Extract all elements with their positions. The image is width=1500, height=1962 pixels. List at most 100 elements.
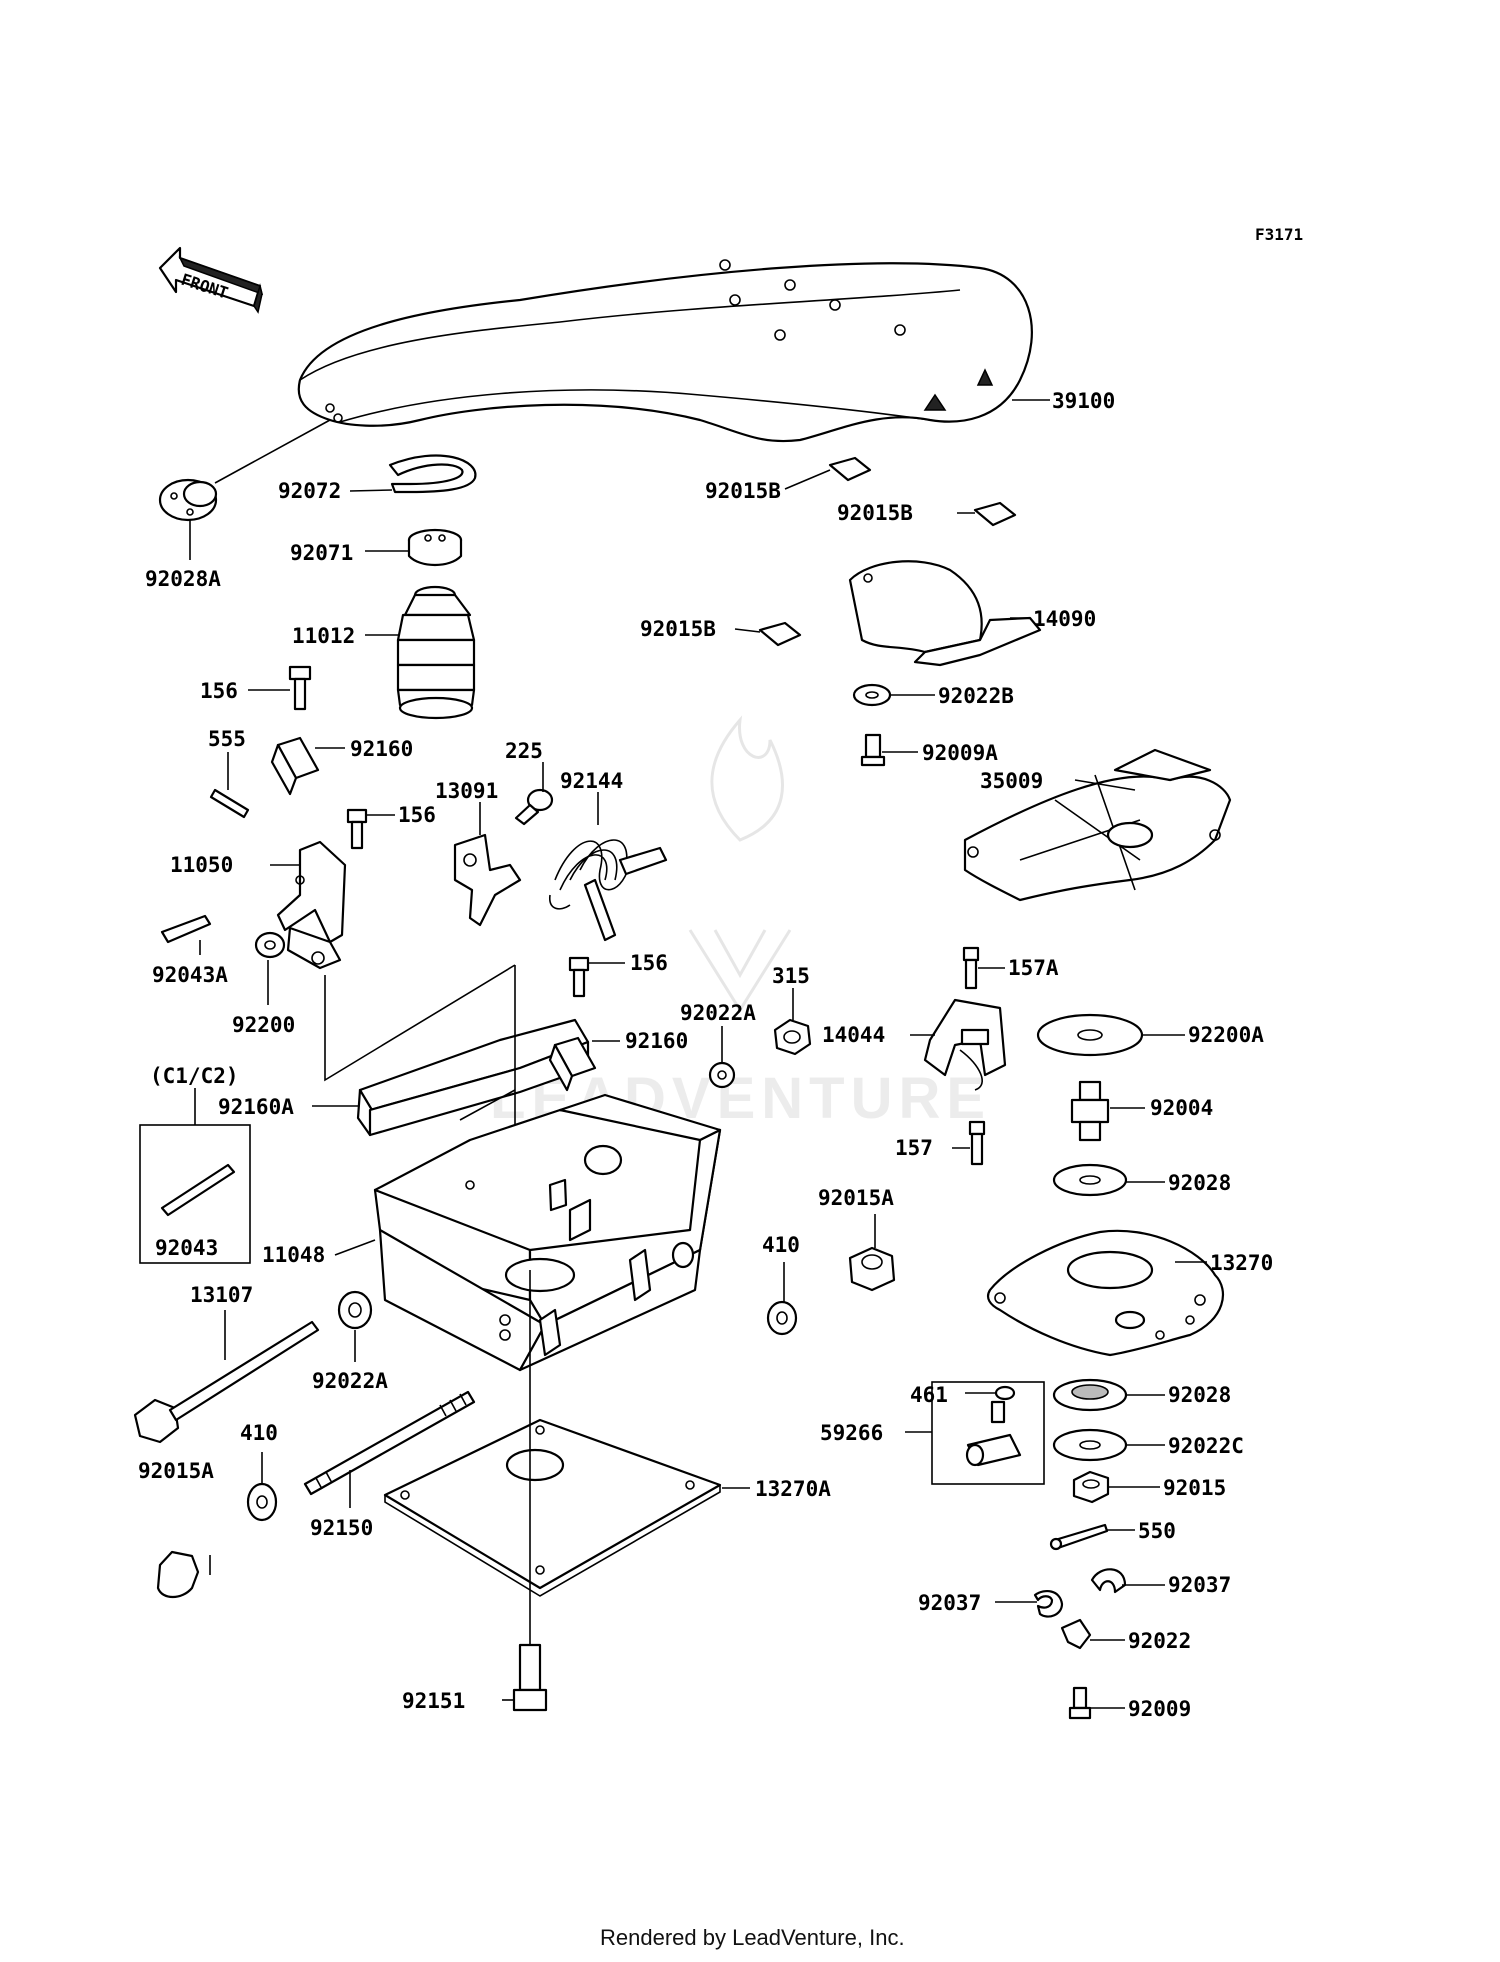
cotter-pin-part [1049,1523,1109,1551]
nut-part [773,1018,812,1056]
cover-part [848,560,1042,667]
washer-part-9 [1052,1378,1128,1412]
footer-credit: Rendered by LeadVenture, Inc. [600,1925,905,1950]
label-156-2: 156 [398,803,436,827]
label-550: 550 [1138,1519,1176,1543]
bolt-part-2 [346,808,368,850]
part-labels: 39100 92072 92028A 92071 11012 156 555 9… [138,389,1273,1721]
label-13270: 13270 [1210,1251,1273,1275]
nut-part-2 [848,1246,896,1292]
label-92015A: 92015A [818,1186,894,1210]
washer-part-10 [1052,1428,1128,1462]
washer-part-8 [1052,1163,1128,1197]
label-92151: 92151 [402,1689,465,1713]
nut-part-3 [1072,1470,1110,1504]
label-92071: 92071 [290,541,353,565]
washer-part-2 [708,1061,736,1089]
label-92009: 92009 [1128,1697,1191,1721]
label-92028A: 92028A [145,567,221,591]
battery-box-part [373,1093,722,1372]
label-410-2: 410 [240,1421,278,1445]
label-92028-2: 92028 [1168,1383,1231,1407]
washer-part-3 [337,1290,373,1330]
label-92004: 92004 [1150,1096,1213,1120]
label-13107: 13107 [190,1283,253,1307]
label-39100: 39100 [1052,389,1115,413]
label-13091: 13091 [435,779,498,803]
label-92160-2: 92160 [625,1029,688,1053]
bolt-part-4 [962,946,980,990]
label-92015A-2: 92015A [138,1459,214,1483]
screw-part-3 [1068,1686,1092,1720]
label-92022A: 92022A [680,1001,756,1025]
label-92015B-2: 92015B [837,501,913,525]
label-35009: 35009 [980,769,1043,793]
label-59266: 59266 [820,1421,883,1445]
spring-washer-part [994,1385,1016,1401]
label-92043: 92043 [155,1236,218,1260]
label-14090: 14090 [1033,607,1096,631]
label-11012: 11012 [292,624,355,648]
base-plate-part [383,1418,722,1597]
label-92037-2: 92037 [918,1591,981,1615]
bottom-bolt-part [512,1643,548,1712]
label-14044: 14044 [822,1023,885,1047]
stopper-part-2 [548,1036,597,1092]
figure-code: F3171 [1255,225,1303,244]
screw-part-2 [860,733,886,767]
label-92043A: 92043A [152,963,228,987]
label-156: 156 [200,679,238,703]
seat-pin-part [158,478,218,522]
pin-part [209,788,250,819]
grommet-part [407,528,463,567]
label-11048: 11048 [262,1243,325,1267]
label-92015B: 92015B [705,479,781,503]
damper-part [1070,1080,1110,1142]
label-92022: 92022 [1128,1629,1191,1653]
washer-part-7 [1036,1013,1144,1057]
label-92200A: 92200A [1188,1023,1264,1047]
clip-nut-part [758,456,1017,647]
label-92022A-2: 92022A [312,1369,388,1393]
label-92022B: 92022B [938,684,1014,708]
label-92037: 92037 [1168,1573,1231,1597]
label-11050: 11050 [170,853,233,877]
label-92072: 92072 [278,479,341,503]
label-410: 410 [762,1233,800,1257]
label-13270A: 13270A [755,1477,831,1501]
mount-plate-part [986,1229,1224,1357]
group-label: (C1/C2) [150,1064,239,1088]
switch-box [931,1381,1045,1485]
label-461: 461 [910,1383,948,1407]
label-92144: 92144 [560,769,623,793]
tray-part [963,748,1232,902]
washer-part-6 [852,683,892,707]
screw-part [514,788,554,826]
seat-part [297,259,1033,443]
acorn-nut-part [156,1550,200,1599]
spring-part [549,839,668,942]
hold-down-part [923,998,1007,1091]
label-225: 225 [505,739,543,763]
clamp-part [1033,1568,1127,1618]
label-92200: 92200 [232,1013,295,1037]
label-92015B-3: 92015B [640,617,716,641]
stud-part [303,1390,476,1496]
label-156-3: 156 [630,951,668,975]
label-92160: 92160 [350,737,413,761]
band-part [388,454,477,494]
clip-part-2 [1060,1618,1092,1650]
leader-lines [189,399,1207,1709]
label-157A: 157A [1008,956,1059,980]
label-555: 555 [208,727,246,751]
cam-part [453,833,522,927]
bellows-part [396,585,476,720]
bolt-part-5 [968,1120,986,1166]
bolt-part [288,665,312,711]
switch-part [965,1400,1022,1467]
front-arrow: FRONT [158,246,264,314]
label-92150: 92150 [310,1516,373,1540]
bracket-part [276,840,347,970]
washer-part-5 [246,1482,278,1522]
